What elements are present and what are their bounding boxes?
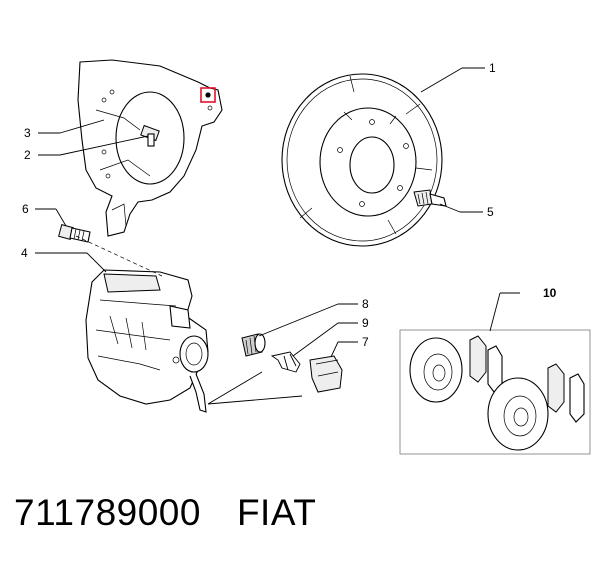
callout-10: 10 bbox=[543, 286, 557, 300]
callout-4: 4 bbox=[21, 246, 28, 260]
spring-clip bbox=[270, 351, 301, 373]
callout-7: 7 bbox=[362, 335, 369, 349]
brand-name: FIAT bbox=[236, 492, 317, 533]
dust-shield bbox=[77, 59, 223, 237]
caliper-bolt bbox=[58, 224, 91, 243]
wheel-stud bbox=[413, 189, 447, 207]
highlight-marker bbox=[200, 87, 216, 103]
brake-kit-inset bbox=[399, 329, 591, 455]
callout-2: 2 bbox=[24, 148, 31, 162]
callout-3: 3 bbox=[24, 126, 31, 140]
callout-6: 6 bbox=[22, 202, 29, 216]
brake-assembly-diagram: 1 2 3 4 5 6 7 8 9 10 bbox=[21, 59, 591, 455]
guide-bushing bbox=[241, 333, 266, 357]
callout-1: 1 bbox=[489, 61, 496, 75]
brake-caliper bbox=[85, 269, 209, 413]
part-number: 711789000 bbox=[14, 492, 201, 533]
callout-9: 9 bbox=[362, 316, 369, 330]
callout-8: 8 bbox=[362, 297, 369, 311]
shield-bolt bbox=[140, 124, 160, 147]
callout-5: 5 bbox=[487, 205, 494, 219]
leader-lines bbox=[35, 67, 520, 405]
brake-disc bbox=[281, 73, 443, 247]
brake-pads bbox=[309, 355, 343, 393]
part-caption: 711789000 FIAT bbox=[14, 492, 316, 534]
